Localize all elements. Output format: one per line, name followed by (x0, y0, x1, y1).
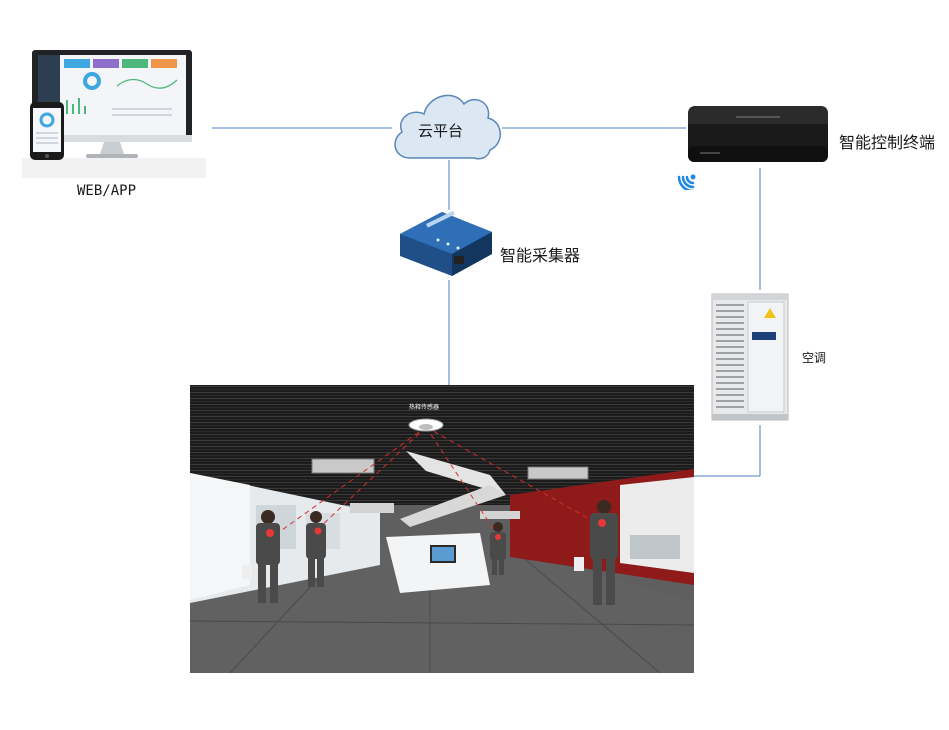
person-1 (242, 510, 280, 603)
person-3 (490, 522, 506, 575)
cloud-platform-label: 云平台 (418, 122, 464, 140)
collector-device-icon (400, 210, 492, 276)
motion-sensor-icon (408, 418, 444, 432)
collector-label: 智能采集器 (500, 246, 581, 265)
ac-unit-icon (711, 293, 789, 421)
monitor-phone-icon (22, 50, 206, 178)
person-4 (574, 500, 618, 605)
wifi-icon (677, 174, 696, 190)
showroom-scene (190, 385, 694, 673)
sensor-label: 热释传感器 (409, 404, 440, 411)
web-app-label: WEB/APP (77, 183, 137, 199)
ac-label: 空调 (802, 351, 827, 365)
terminal-label: 智能控制终端 (839, 133, 936, 152)
person-2 (306, 511, 326, 587)
control-box-icon (688, 106, 828, 162)
cloud-icon (394, 94, 501, 160)
